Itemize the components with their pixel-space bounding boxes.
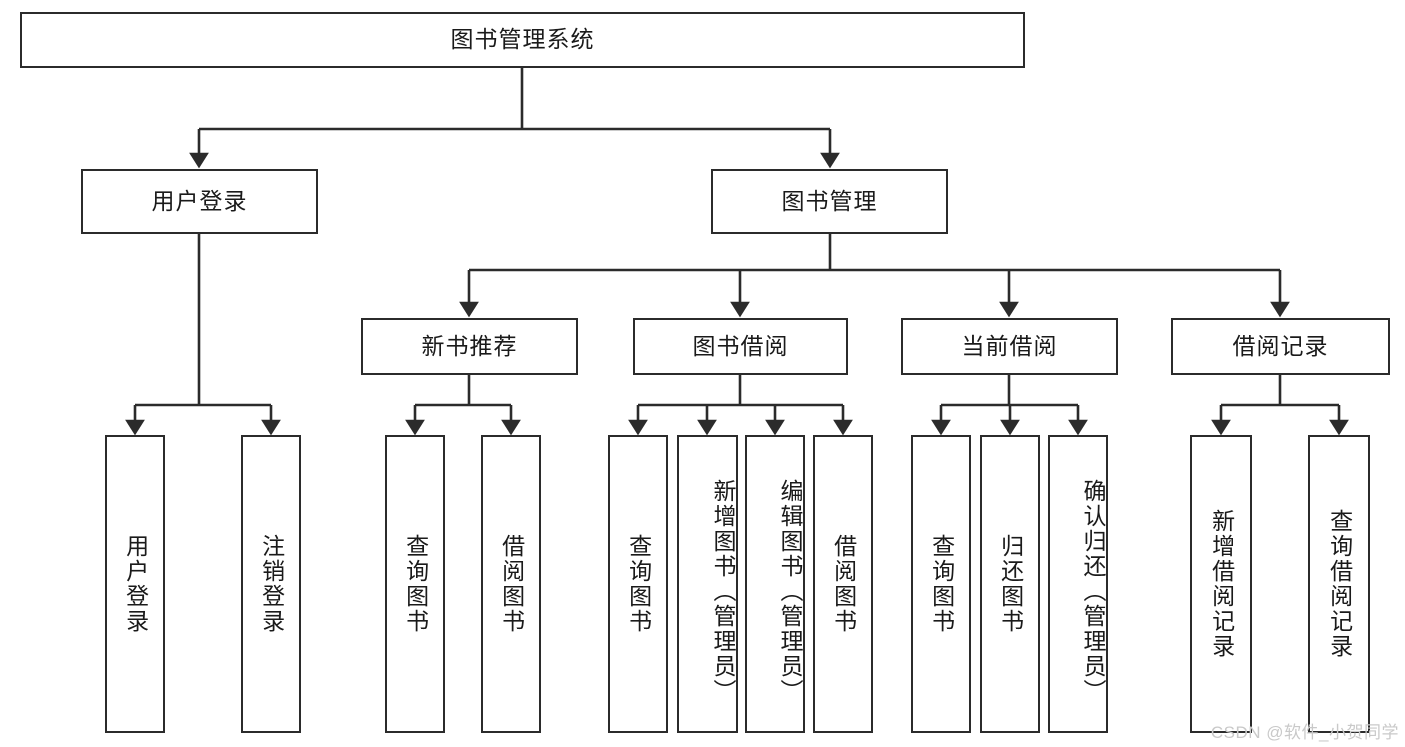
- leaf-borrow-book-recommend-label: 借阅图书: [498, 534, 525, 634]
- node-user-login-label: 用户登录: [151, 187, 248, 214]
- leaf-return-book[interactable]: 归还图书: [980, 435, 1040, 733]
- node-book-manage[interactable]: 图书管理: [711, 169, 948, 234]
- node-book-borrow-label: 图书借阅: [692, 332, 789, 359]
- leaf-add-borrow-record-label: 新增借阅记录: [1208, 509, 1235, 659]
- node-new-book-recommend-label: 新书推荐: [421, 332, 518, 359]
- node-book-borrow[interactable]: 图书借阅: [633, 318, 848, 375]
- leaf-user-logout[interactable]: 注销登录: [241, 435, 301, 733]
- leaf-add-borrow-record[interactable]: 新增借阅记录: [1190, 435, 1252, 733]
- leaf-add-book[interactable]: 新增图书（管理员）: [677, 435, 738, 733]
- node-borrow-record[interactable]: 借阅记录: [1171, 318, 1390, 375]
- leaf-query-borrow-record-label: 查询借阅记录: [1326, 509, 1353, 659]
- leaf-query-borrow-record[interactable]: 查询借阅记录: [1308, 435, 1370, 733]
- leaf-borrow-book-label: 借阅图书: [830, 534, 857, 634]
- leaf-query-current-book[interactable]: 查询图书: [911, 435, 971, 733]
- leaf-user-login[interactable]: 用户登录: [105, 435, 165, 733]
- leaf-confirm-return[interactable]: 确认归还（管理员）: [1048, 435, 1108, 733]
- node-book-manage-label: 图书管理: [781, 187, 878, 214]
- leaf-borrow-book-recommend[interactable]: 借阅图书: [481, 435, 541, 733]
- node-borrow-record-label: 借阅记录: [1232, 332, 1329, 359]
- node-new-book-recommend[interactable]: 新书推荐: [361, 318, 578, 375]
- leaf-edit-book[interactable]: 编辑图书（管理员）: [745, 435, 805, 733]
- node-root[interactable]: 图书管理系统: [20, 12, 1025, 68]
- node-current-borrow-label: 当前借阅: [961, 332, 1058, 359]
- leaf-query-book-recommend[interactable]: 查询图书: [385, 435, 445, 733]
- csdn-watermark: CSDN @软件_小贺同学: [1210, 723, 1399, 742]
- leaf-return-book-label: 归还图书: [997, 534, 1024, 634]
- leaf-edit-book-label: 编辑图书（管理员）: [777, 478, 803, 704]
- node-user-login[interactable]: 用户登录: [81, 169, 318, 234]
- leaf-query-book-label: 查询图书: [625, 534, 652, 634]
- leaf-query-book-recommend-label: 查询图书: [402, 534, 429, 634]
- node-current-borrow[interactable]: 当前借阅: [901, 318, 1118, 375]
- leaf-query-current-book-label: 查询图书: [928, 534, 955, 634]
- leaf-borrow-book[interactable]: 借阅图书: [813, 435, 873, 733]
- leaf-user-logout-label: 注销登录: [258, 534, 285, 634]
- leaf-query-book[interactable]: 查询图书: [608, 435, 668, 733]
- leaf-user-login-label: 用户登录: [122, 534, 149, 634]
- leaf-confirm-return-label: 确认归还（管理员）: [1080, 478, 1106, 704]
- leaf-add-book-label: 新增图书（管理员）: [710, 478, 736, 704]
- node-root-label: 图书管理系统: [450, 26, 595, 53]
